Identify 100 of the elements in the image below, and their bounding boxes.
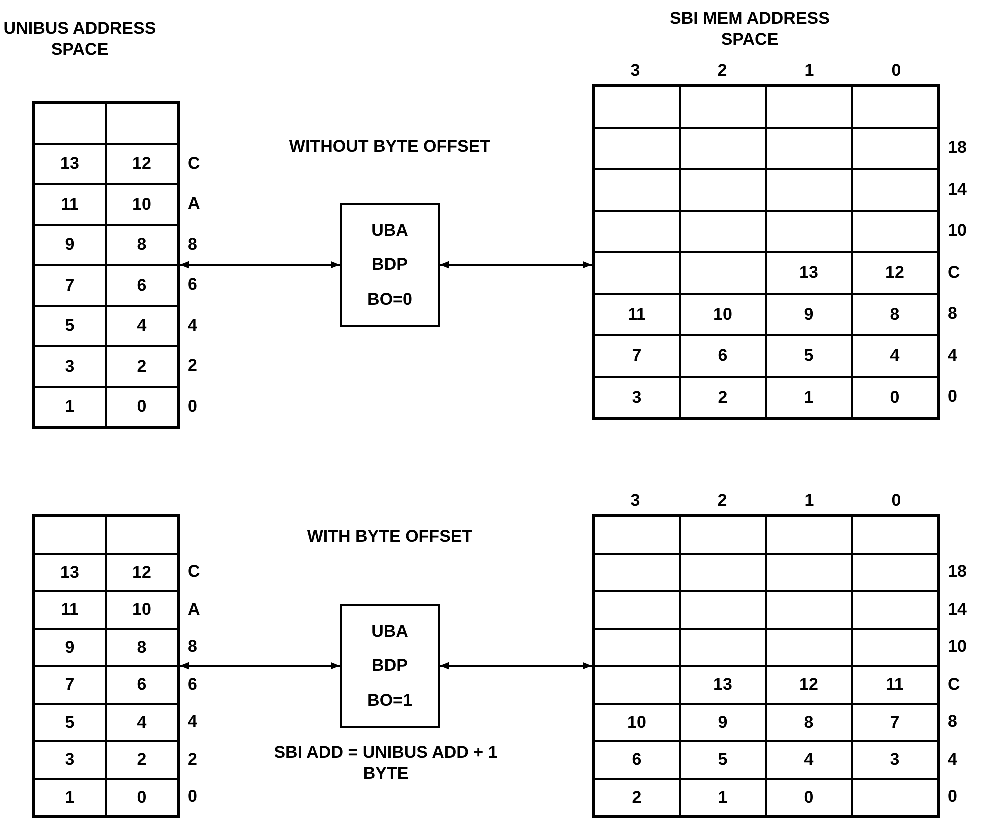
table-cell: 11 xyxy=(594,294,680,335)
table-heading: UNIBUS ADDRESS SPACE xyxy=(2,18,158,60)
address-table xyxy=(592,514,940,818)
table-cell: 9 xyxy=(766,294,852,335)
table-cell: 9 xyxy=(680,704,766,741)
address-label: 2 xyxy=(188,750,198,768)
table-cell: 8 xyxy=(106,224,178,265)
empty-cell xyxy=(852,86,938,128)
box-text: BDP xyxy=(372,655,408,678)
empty-cell xyxy=(680,628,766,666)
empty-cell xyxy=(852,210,938,252)
table-cell: 11 xyxy=(34,591,106,628)
address-label: 18 xyxy=(948,563,967,580)
table-cell: 4 xyxy=(766,741,852,778)
table-cell: 12 xyxy=(852,252,938,294)
empty-cell xyxy=(766,128,852,169)
empty-cell xyxy=(594,252,680,294)
table-cell: 5 xyxy=(34,306,106,346)
table-cell: 3 xyxy=(852,741,938,778)
empty-cell xyxy=(594,516,680,554)
box-text: BO=1 xyxy=(368,690,412,712)
empty-cell xyxy=(106,103,178,144)
address-label: 0 xyxy=(188,788,198,806)
address-label: 0 xyxy=(948,788,958,806)
box-text: UBA xyxy=(372,620,408,643)
table-cell: 7 xyxy=(34,666,106,704)
table-cell: 3 xyxy=(34,346,106,386)
address-label: C xyxy=(188,563,200,580)
double-arrow xyxy=(440,662,592,670)
empty-cell xyxy=(680,86,766,128)
box-text: BDP xyxy=(372,254,408,276)
table-cell: 13 xyxy=(766,252,852,294)
table-cell: 2 xyxy=(106,741,178,778)
table-cell: 1 xyxy=(766,376,852,418)
address-label: 4 xyxy=(948,750,958,768)
column-number: 0 xyxy=(890,62,902,79)
address-table xyxy=(32,101,180,429)
table-cell: 2 xyxy=(594,778,680,816)
address-label: 4 xyxy=(948,346,958,364)
table-cell: 12 xyxy=(766,666,852,704)
table-cell: 2 xyxy=(106,346,178,386)
empty-cell xyxy=(594,628,680,666)
table-cell: 5 xyxy=(34,704,106,741)
address-label: 14 xyxy=(948,180,967,198)
empty-cell xyxy=(680,591,766,628)
empty-cell xyxy=(106,516,178,554)
empty-cell xyxy=(852,628,938,666)
table-cell: 10 xyxy=(594,704,680,741)
empty-cell xyxy=(766,628,852,666)
address-label: C xyxy=(948,264,960,281)
table-cell: 8 xyxy=(106,628,178,666)
table-cell: 1 xyxy=(34,386,106,427)
address-label: 14 xyxy=(948,600,967,618)
empty-cell xyxy=(852,169,938,210)
table-cell: 6 xyxy=(106,666,178,704)
table-cell: 0 xyxy=(852,376,938,418)
process-box xyxy=(340,604,440,728)
table-cell: 7 xyxy=(34,265,106,306)
address-label: 0 xyxy=(188,398,198,415)
empty-cell xyxy=(852,128,938,169)
table-cell: 7 xyxy=(852,704,938,741)
table-cell: 6 xyxy=(106,265,178,306)
column-number: 3 xyxy=(630,62,642,79)
empty-cell xyxy=(680,210,766,252)
address-table xyxy=(592,84,940,420)
table-cell: 10 xyxy=(106,591,178,628)
box-text: UBA xyxy=(372,220,408,242)
table-cell: 5 xyxy=(766,335,852,376)
double-arrow xyxy=(440,261,592,269)
double-arrow xyxy=(180,261,340,269)
address-table xyxy=(32,514,180,818)
empty-cell xyxy=(766,86,852,128)
address-label: 6 xyxy=(188,676,198,693)
table-cell: 0 xyxy=(106,386,178,427)
empty-cell xyxy=(766,169,852,210)
empty-cell xyxy=(766,210,852,252)
table-cell: 9 xyxy=(34,224,106,265)
address-label: 8 xyxy=(188,236,198,253)
address-label: 6 xyxy=(188,276,198,294)
column-number: 1 xyxy=(804,62,816,79)
address-label: 10 xyxy=(948,222,967,240)
note-text: WITHOUT BYTE OFFSET xyxy=(288,136,492,158)
table-cell: 10 xyxy=(106,184,178,224)
empty-cell xyxy=(34,516,106,554)
empty-cell xyxy=(594,554,680,591)
empty-cell xyxy=(766,591,852,628)
address-label: C xyxy=(948,676,960,693)
note-text: WITH BYTE OFFSET xyxy=(306,526,474,548)
table-cell: 3 xyxy=(594,376,680,418)
empty-cell xyxy=(766,554,852,591)
address-label: 10 xyxy=(948,638,967,656)
empty-cell xyxy=(680,128,766,169)
column-number: 2 xyxy=(716,492,728,509)
table-cell: 12 xyxy=(106,144,178,184)
empty-cell xyxy=(594,210,680,252)
box-text: BO=0 xyxy=(368,288,412,311)
column-number: 2 xyxy=(716,62,728,79)
empty-cell xyxy=(594,666,680,704)
address-label: A xyxy=(188,600,200,618)
column-number: 0 xyxy=(890,492,902,509)
